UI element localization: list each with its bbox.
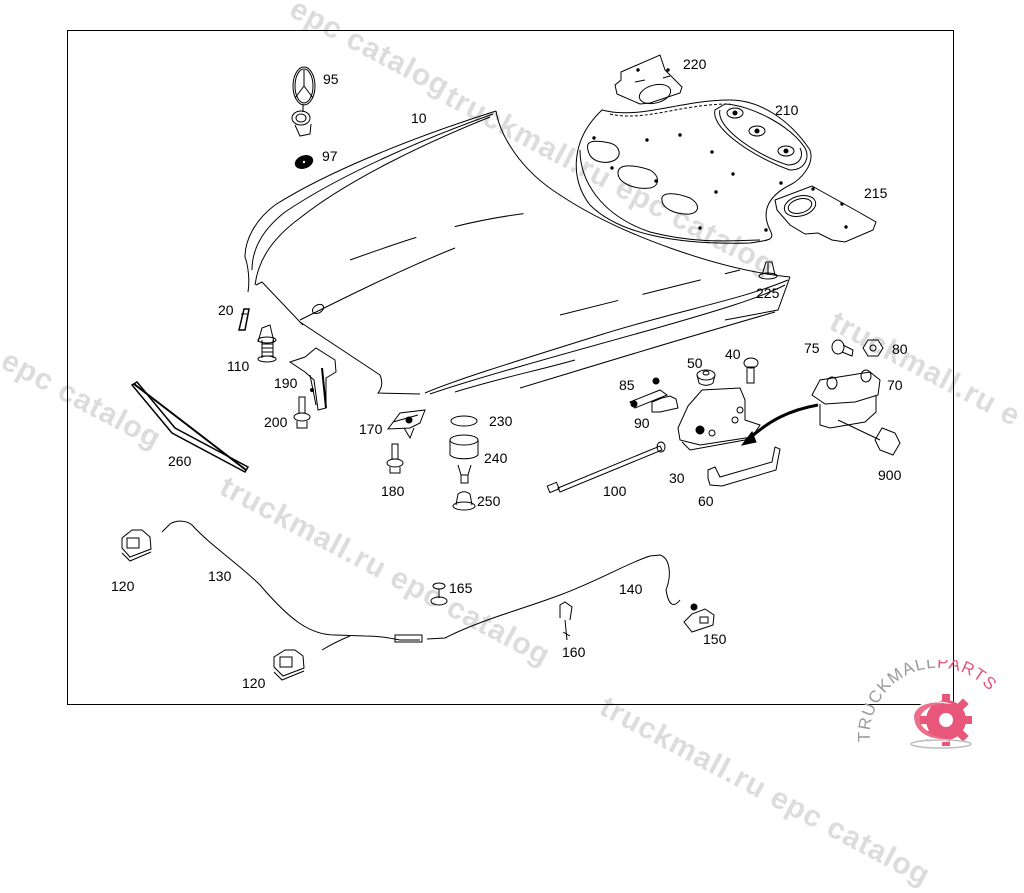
part-label[interactable]: 260 [168,453,192,469]
part-label[interactable]: 75 [804,340,820,356]
part-label[interactable]: 97 [322,148,338,164]
gas-strut-100[interactable] [547,442,665,493]
part-label[interactable]: 220 [683,56,707,72]
part-label[interactable]: 900 [878,467,902,483]
hood-stop-20[interactable] [239,309,249,330]
part-label[interactable]: 225 [756,285,780,301]
gear-icon [911,694,972,746]
seal-strip-260[interactable] [132,382,248,472]
nut-80[interactable] [863,340,883,356]
release-cable-130[interactable] [162,521,650,650]
lever-90[interactable] [652,396,678,412]
logo-brand-part-2: PARTS [937,660,1001,695]
part-label[interactable]: 20 [218,302,234,318]
release-cable-140[interactable] [650,555,680,605]
part-label[interactable]: 60 [698,493,714,509]
part-label[interactable]: 180 [381,483,405,499]
part-label[interactable]: 85 [619,377,635,393]
clip-165[interactable] [431,583,447,605]
hinge-bracket-190[interactable] [290,348,336,410]
clip-225[interactable] [759,262,777,279]
diagram-drawing [0,0,1024,750]
cover-60[interactable] [708,447,780,486]
part-label[interactable]: 95 [323,71,339,87]
part-label[interactable]: 10 [411,110,427,126]
release-handle-120a[interactable] [122,530,151,561]
grommet-250[interactable] [453,492,475,510]
part-label[interactable]: 230 [489,413,513,429]
bolt-75[interactable] [832,340,853,356]
part-label[interactable]: 110 [227,358,250,374]
cable-holder-160[interactable] [560,602,572,640]
truckmall-parts-logo: TRUCKMALLPARTS [856,660,1001,749]
insulation-mat-210[interactable] [576,100,811,243]
part-label[interactable]: 70 [887,377,903,393]
part-label[interactable]: 120 [242,675,266,691]
part-label[interactable]: 100 [603,483,627,499]
hood-lock-30[interactable] [678,388,760,450]
part-label[interactable]: 240 [484,450,508,466]
part-label[interactable]: 250 [477,493,501,509]
part-label[interactable]: 30 [669,470,685,486]
part-label[interactable]: 40 [725,346,741,362]
part-label[interactable]: 190 [274,375,298,391]
part-label[interactable]: 170 [359,421,383,437]
part-label[interactable]: 140 [619,581,643,597]
rubber-buffer-110[interactable] [258,325,276,362]
lock-plate-170[interactable] [388,410,425,438]
insulation-pad-215[interactable] [775,186,876,242]
part-label[interactable]: 90 [634,415,650,431]
hood-panel[interactable] [245,111,790,394]
part-label[interactable]: 215 [864,185,888,201]
buffer-240[interactable] [450,435,478,483]
part-label[interactable]: 130 [208,568,232,584]
insulation-pad-220[interactable] [615,55,682,107]
emblem-seal[interactable] [293,153,314,170]
logo-text: TRUCKMALLPARTS [856,660,1001,742]
part-label[interactable]: 165 [449,580,473,596]
bolt-200[interactable] [294,397,310,428]
part-label[interactable]: 50 [687,355,703,371]
lock-actuator-70[interactable] [812,370,880,440]
connector-900[interactable] [875,428,900,455]
part-label[interactable]: 210 [775,102,799,118]
part-label[interactable]: 160 [562,644,586,660]
star-emblem[interactable] [292,67,315,136]
washer-50[interactable] [697,370,715,385]
part-label[interactable]: 150 [703,631,727,647]
ring-230[interactable] [451,416,477,426]
lock-lever-150[interactable] [684,604,714,632]
assembly-arrow [750,405,818,438]
lever-85[interactable] [630,378,667,408]
bolt-180[interactable] [387,444,403,473]
part-label[interactable]: 80 [892,341,908,357]
part-label[interactable]: 120 [111,578,135,594]
release-handle-120b[interactable] [274,650,304,680]
bolt-40[interactable] [744,358,758,383]
part-label[interactable]: 200 [264,414,288,430]
logo-swoosh [910,739,972,749]
diagram-frame [67,30,954,705]
